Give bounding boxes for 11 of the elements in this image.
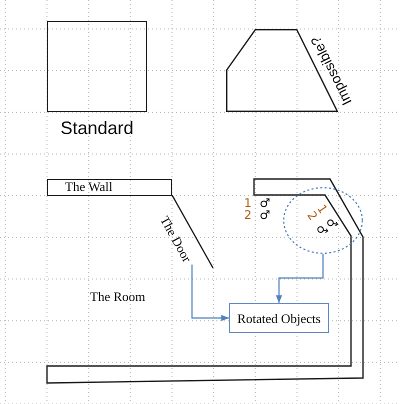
symbol-label: 2 ♂	[244, 209, 272, 221]
shape-caption: Standard	[60, 118, 134, 138]
wall-bar: The Wall	[47, 179, 172, 196]
connector-arrow	[191, 264, 229, 322]
symbol-label: 1 ♂	[244, 197, 272, 209]
dashed-ellipse	[283, 187, 363, 254]
labeled-box: Rotated Objects	[229, 303, 329, 333]
connector-arrow	[276, 254, 324, 303]
square-shape	[47, 21, 147, 112]
area-label: The Room	[90, 289, 146, 304]
rotated-label: The Door	[157, 213, 195, 265]
